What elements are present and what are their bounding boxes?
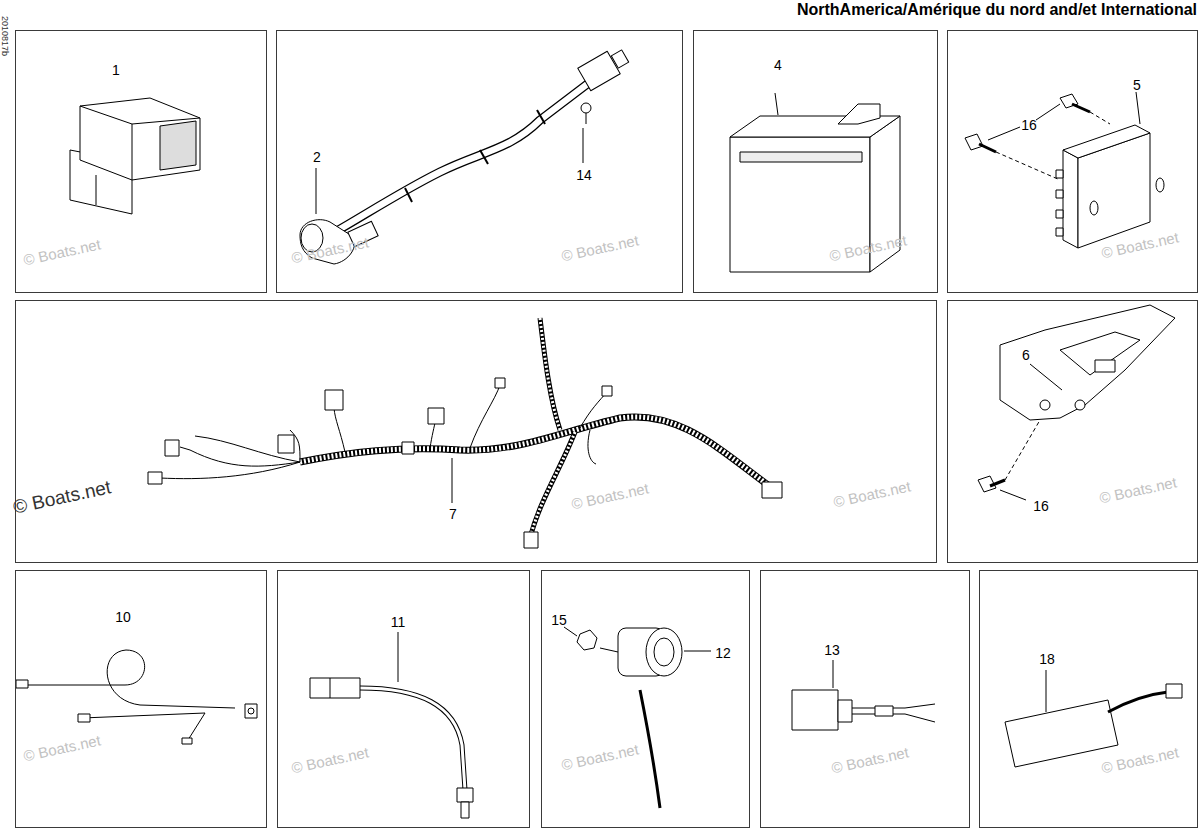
callout-number: 1 [112, 63, 120, 77]
callout-number: 2 [313, 150, 321, 164]
wiring-harness-drawing [148, 318, 782, 548]
module-drawing [792, 660, 935, 730]
page-title: NorthAmerica/Amérique du nord and/et Int… [797, 1, 1197, 19]
callout-number: 7 [449, 507, 457, 521]
callout-number: 16 [1021, 118, 1037, 132]
callout-number: 14 [576, 168, 592, 182]
watermark: © Boats.net [832, 478, 912, 509]
callout-number: 11 [391, 615, 406, 629]
watermark: © Boats.net [1100, 744, 1180, 775]
callout-number: 16 [1033, 499, 1049, 513]
watermark: © Boats.net [290, 744, 370, 775]
callout-number: 5 [1133, 78, 1141, 92]
watermark: © Boats.net [11, 477, 112, 516]
cable-drawing [16, 650, 257, 744]
callout-number: 12 [715, 646, 731, 660]
part-panel: 7 [15, 300, 937, 563]
watermark: © Boats.net [560, 741, 640, 772]
sensor-cable-drawing [310, 632, 473, 818]
ignition-cable-drawing [300, 50, 629, 264]
regulator-drawing [965, 92, 1164, 248]
part-panel: 11 [277, 570, 530, 828]
part-panel: 1512 [541, 570, 750, 828]
relay-drawing [70, 98, 200, 214]
watermark: © Boats.net [570, 480, 650, 511]
watermark: © Boats.net [560, 232, 640, 263]
callout-number: 10 [115, 610, 131, 624]
part-panel: 18 [979, 570, 1198, 828]
watermark: © Boats.net [22, 236, 102, 267]
callout-number: 18 [1039, 652, 1055, 666]
part-panel: 5 16 [947, 30, 1198, 293]
callout-number: 15 [551, 613, 567, 627]
part-panel: 6 16 [947, 300, 1198, 563]
watermark: © Boats.net [1098, 474, 1178, 505]
callout-number: 6 [1022, 348, 1030, 362]
part-panel: 10 [15, 570, 267, 828]
callout-number: 13 [824, 643, 840, 657]
drawing-code: 2010817b [0, 16, 9, 56]
part-panel: 4 [693, 30, 938, 293]
part-panel: 13 [760, 570, 970, 828]
watermark: © Boats.net [22, 732, 102, 763]
callout-number: 4 [774, 58, 782, 72]
watermark: © Boats.net [830, 744, 910, 775]
switch-drawing [564, 627, 711, 808]
bracket-drawing [978, 305, 1175, 500]
